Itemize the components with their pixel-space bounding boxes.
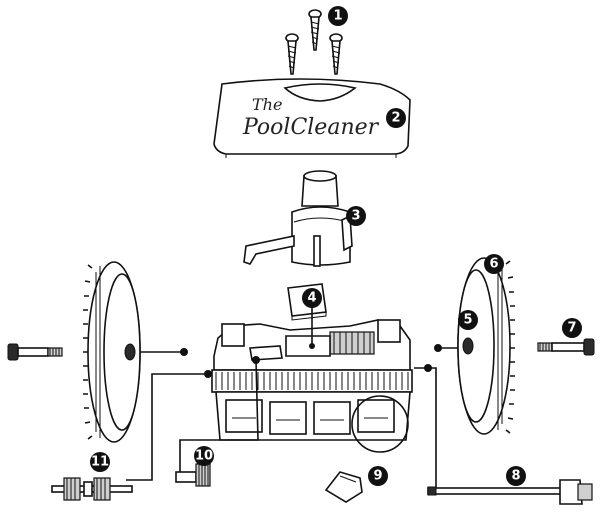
callout-4: 4 <box>302 288 322 308</box>
gear-shaft <box>51 477 133 501</box>
right-wheel <box>457 257 515 435</box>
gear-cluster <box>329 331 375 355</box>
svg-text:9: 9 <box>373 469 382 484</box>
screw-left <box>285 33 299 75</box>
svg-text:3: 3 <box>351 209 360 224</box>
screws <box>285 9 343 75</box>
leader-lines <box>126 306 468 490</box>
svg-text:2: 2 <box>391 111 400 126</box>
svg-text:10: 10 <box>195 449 213 464</box>
svg-text:8: 8 <box>511 469 520 484</box>
top-cover: The PoolCleaner <box>213 78 411 158</box>
detail-highlight-circle <box>351 395 409 453</box>
callout-1: 1 <box>328 6 348 26</box>
svg-text:6: 6 <box>489 257 498 272</box>
svg-text:5: 5 <box>463 313 472 328</box>
callout-9: 9 <box>368 466 388 486</box>
callout-7: 7 <box>562 318 582 338</box>
small-gear <box>175 463 211 487</box>
left-axle-pin <box>7 343 63 361</box>
svg-text:4: 4 <box>307 291 316 306</box>
callout-5: 5 <box>458 310 478 330</box>
callout-8: 8 <box>506 466 526 486</box>
callout-6: 6 <box>484 254 504 274</box>
callout-2: 2 <box>386 108 406 128</box>
svg-text:11: 11 <box>91 455 109 470</box>
left-wheel <box>83 261 141 443</box>
screw-right <box>329 33 343 75</box>
logo-poolcleaner: PoolCleaner <box>242 115 380 140</box>
turbine-housing <box>243 170 353 267</box>
callout-3: 3 <box>346 206 366 226</box>
svg-text:7: 7 <box>567 321 576 336</box>
flap <box>324 471 363 503</box>
screw-center <box>308 9 322 51</box>
right-axle-pin <box>537 338 595 356</box>
logo-the: The <box>252 95 282 114</box>
svg-text:1: 1 <box>333 9 342 24</box>
callout-10: 10 <box>194 446 214 466</box>
callout-11: 11 <box>90 452 110 472</box>
drive-shaft <box>427 479 593 505</box>
